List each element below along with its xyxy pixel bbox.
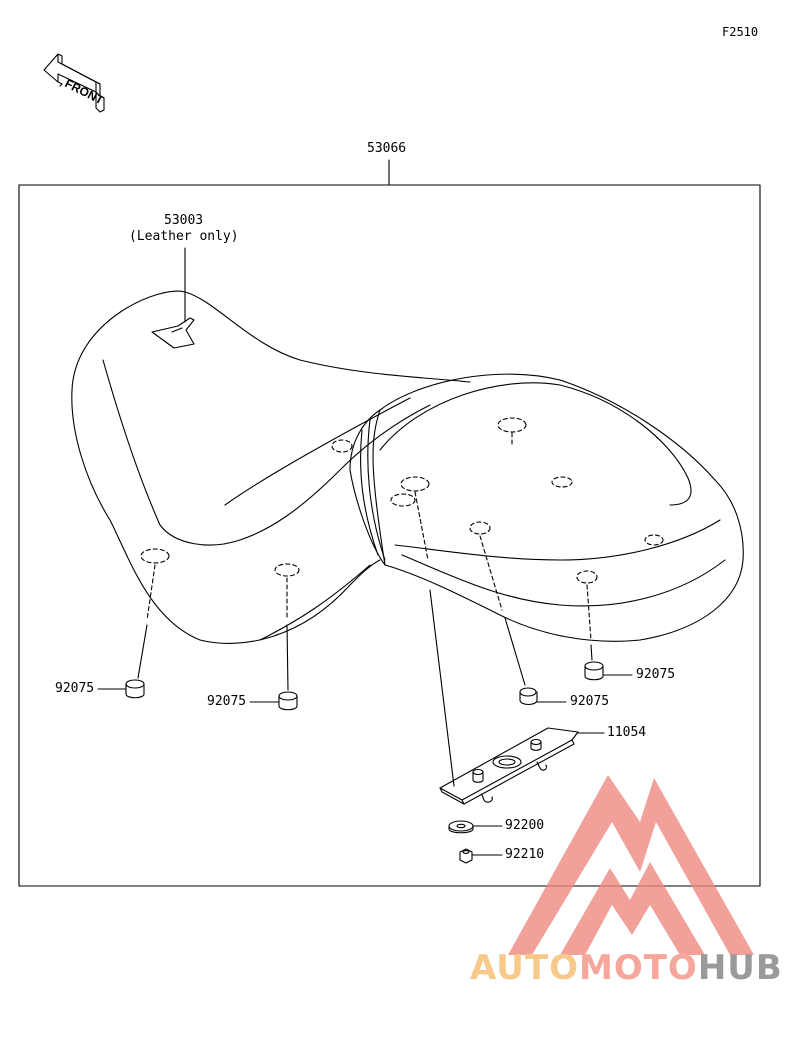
label-bracket: 11054 xyxy=(607,725,647,740)
watermark-part-3: HUB xyxy=(697,948,783,988)
rider-seat xyxy=(71,290,471,644)
figure-code: F2510 xyxy=(722,25,759,39)
label-nut: 92210 xyxy=(505,847,545,862)
label-washer: 92200 xyxy=(505,818,545,833)
label-damper-2: 92075 xyxy=(207,694,247,709)
label-damper-4: 92075 xyxy=(636,667,676,682)
mount-point-1 xyxy=(140,548,170,564)
label-cover: 53003 xyxy=(164,213,204,228)
label-damper-3: 92075 xyxy=(570,694,610,709)
damper-3-icon xyxy=(519,687,567,706)
mount-point-4 xyxy=(497,417,527,433)
mount-point-2 xyxy=(274,563,300,577)
watermark-text: AUTOMOTOHUB xyxy=(470,948,783,988)
mount-point-5 xyxy=(551,476,573,488)
watermark-part-2: MOTO xyxy=(578,948,698,988)
damper-4-icon xyxy=(584,661,633,681)
label-assembly: 53066 xyxy=(367,141,407,156)
watermark-part-1: AUTO xyxy=(470,948,579,988)
damper-1-icon xyxy=(97,679,145,699)
mount-point-9 xyxy=(576,570,598,584)
cover-tag xyxy=(151,317,195,349)
bracket-icon xyxy=(439,727,605,805)
washer-icon xyxy=(448,820,503,834)
mount-point-7 xyxy=(390,493,416,507)
damper-2-icon xyxy=(249,691,298,711)
label-cover-note: (Leather only) xyxy=(129,229,239,244)
nut-icon xyxy=(459,848,503,864)
front-arrow-label: FRONT xyxy=(63,76,107,108)
mount-point-8 xyxy=(469,521,491,535)
watermark-logo-icon xyxy=(508,775,754,955)
mount-point-6 xyxy=(400,476,430,492)
mount-point-3 xyxy=(331,439,353,453)
front-arrow-icon xyxy=(43,53,105,113)
label-damper-1: 92075 xyxy=(55,681,95,696)
pillion-seat xyxy=(349,373,744,642)
mount-point-10 xyxy=(644,534,664,546)
